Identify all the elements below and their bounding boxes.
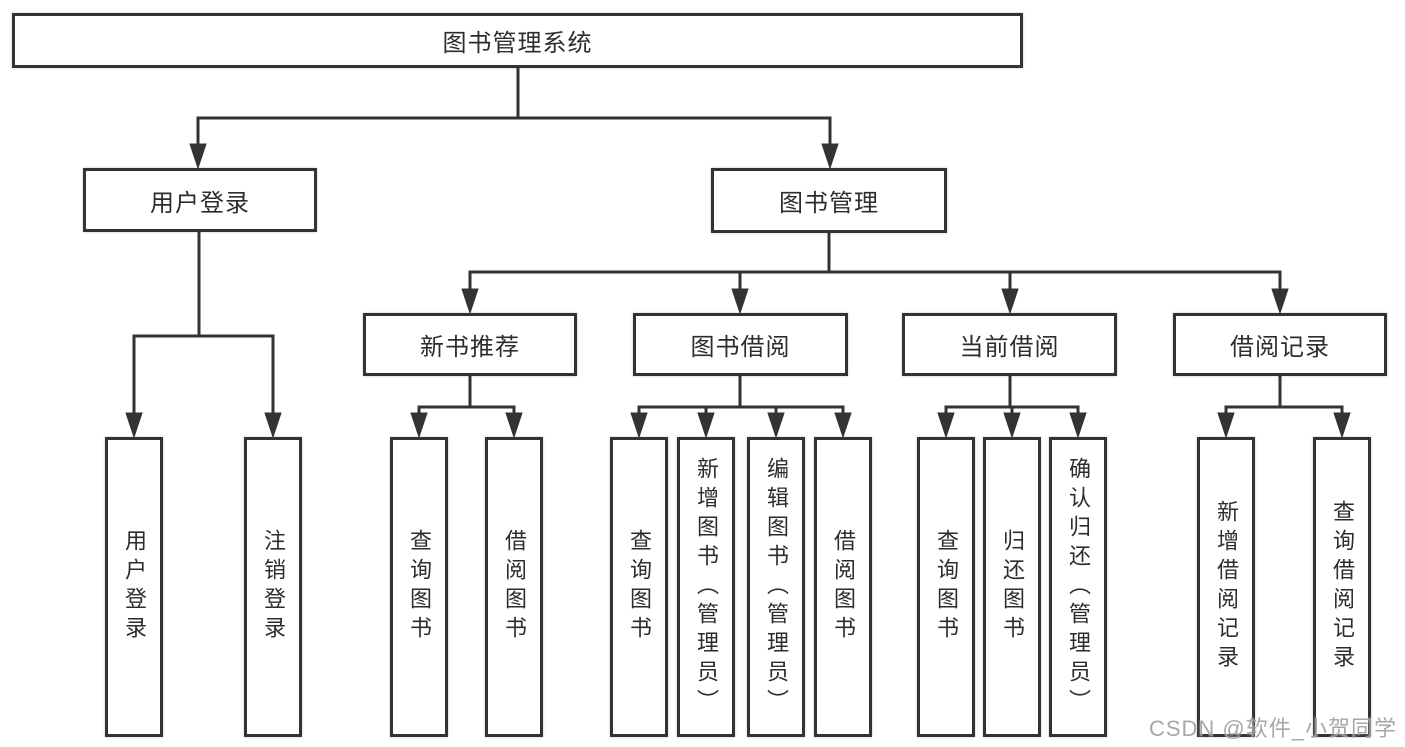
root-node-library-system: 图书管理系统 [12,13,1023,68]
node-book-management: 图书管理 [711,168,947,233]
leaf-add-book-admin: 新增图书（管理员） [677,437,735,737]
leaf-user-login: 用户登录 [105,437,163,737]
node-borrow-records: 借阅记录 [1173,313,1387,376]
leaf-return-book: 归还图书 [983,437,1041,737]
node-new-book-recommend: 新书推荐 [363,313,577,376]
leaf-query-books-current: 查询图书 [917,437,975,737]
leaf-borrow-books-recommend: 借阅图书 [485,437,543,737]
leaf-edit-book-admin: 编辑图书（管理员） [747,437,805,737]
node-current-borrow: 当前借阅 [902,313,1117,376]
leaf-logout: 注销登录 [244,437,302,737]
leaf-query-books-borrow: 查询图书 [610,437,668,737]
leaf-query-books-recommend: 查询图书 [390,437,448,737]
leaf-confirm-return-admin: 确认归还（管理员） [1049,437,1107,737]
leaf-borrow-books-borrow: 借阅图书 [814,437,872,737]
leaf-query-borrow-record: 查询借阅记录 [1313,437,1371,737]
watermark: CSDN @软件_小贺同学 [1148,716,1397,741]
node-book-borrow: 图书借阅 [633,313,848,376]
node-user-login: 用户登录 [83,168,317,232]
leaf-add-borrow-record: 新增借阅记录 [1197,437,1255,737]
